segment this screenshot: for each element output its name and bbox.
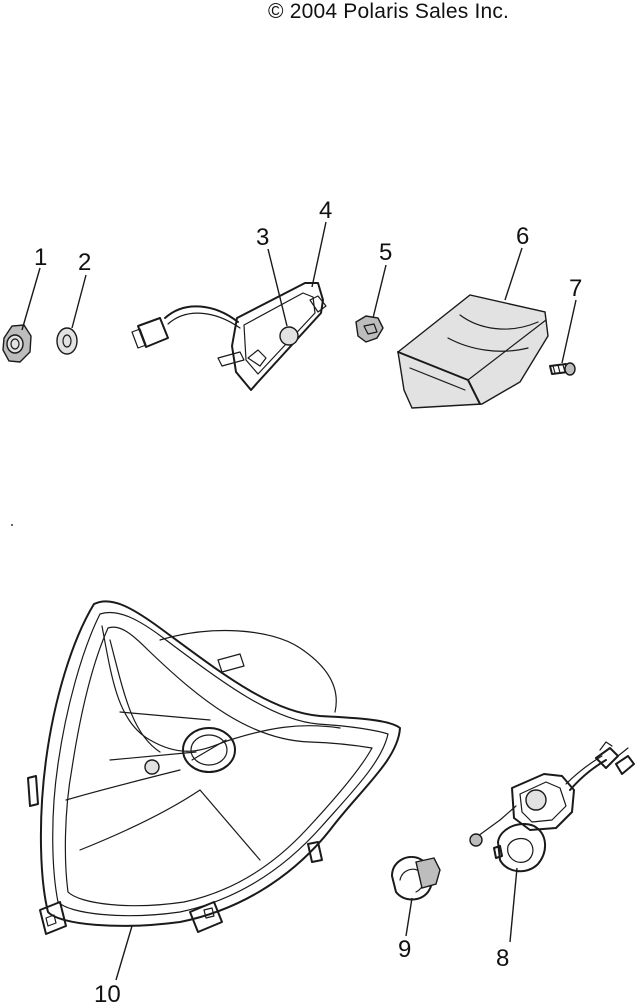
leader-6 [504, 247, 523, 301]
leader-7 [561, 299, 577, 364]
leader-1 [21, 267, 41, 331]
callout-9: 9 [398, 936, 411, 963]
speck [11, 524, 13, 526]
callout-2: 2 [78, 249, 91, 276]
callout-10: 10 [94, 981, 121, 1005]
callout-4: 4 [319, 197, 332, 224]
leader-3 [267, 248, 288, 327]
part-10-headlight-assembly[interactable] [27, 600, 401, 935]
part-2-washer[interactable] [56, 327, 78, 355]
callout-3: 3 [256, 224, 269, 251]
leader-4 [311, 221, 327, 288]
part-4-socket-plate[interactable] [131, 282, 327, 391]
leader-2 [71, 274, 87, 329]
callout-7: 7 [569, 275, 582, 302]
part-7-screw[interactable] [549, 362, 576, 376]
leader-9 [405, 897, 413, 937]
part-3-bulb[interactable] [279, 326, 299, 346]
leader-10 [115, 925, 133, 981]
part-8-headlight-socket[interactable] [469, 741, 635, 873]
copyright-notice: © 2004 Polaris Sales Inc. [268, 0, 510, 23]
leader-8 [509, 867, 518, 943]
part-5-clip[interactable] [355, 315, 384, 343]
part-6-lamp-cover[interactable] [397, 294, 549, 409]
part-9-small-bulb[interactable] [391, 856, 441, 901]
callout-1: 1 [34, 244, 47, 271]
callout-8: 8 [496, 945, 509, 972]
callout-6: 6 [516, 223, 529, 250]
part-1-nut[interactable] [2, 324, 32, 363]
leader-5 [372, 264, 387, 319]
callout-5: 5 [379, 239, 392, 266]
